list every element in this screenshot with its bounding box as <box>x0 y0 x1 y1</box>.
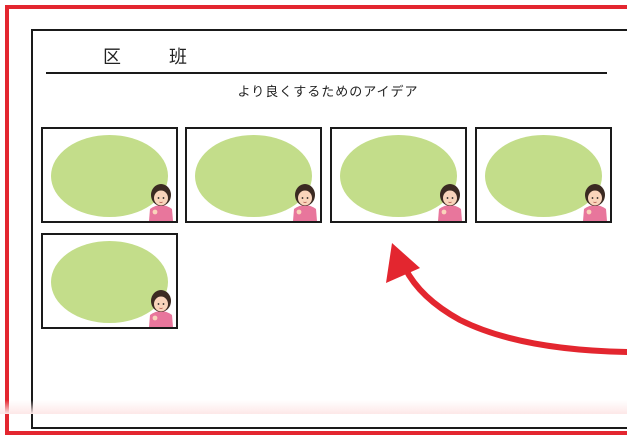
worksheet: 区 班 より良くするためのアイデア <box>31 29 627 429</box>
idea-card-1[interactable] <box>41 127 178 223</box>
group-label: 班 <box>169 47 187 68</box>
page-edge <box>0 400 627 414</box>
speech-bubble[interactable] <box>51 135 168 217</box>
girl-thinking-icon <box>438 184 462 221</box>
title-row: 区 班 <box>33 31 627 73</box>
ward-label: 区 <box>103 47 121 68</box>
speech-bubble[interactable] <box>340 135 457 217</box>
girl-thinking-icon <box>149 290 173 327</box>
idea-card-5[interactable] <box>41 233 178 329</box>
speech-bubble[interactable] <box>485 135 602 217</box>
girl-thinking-icon <box>293 184 317 221</box>
speech-bubble[interactable] <box>51 241 168 323</box>
title-underline <box>46 72 607 74</box>
idea-card-4[interactable] <box>475 127 612 223</box>
idea-card-2[interactable] <box>185 127 322 223</box>
idea-card-3[interactable] <box>330 127 467 223</box>
speech-bubble[interactable] <box>195 135 312 217</box>
girl-thinking-icon <box>583 184 607 221</box>
girl-thinking-icon <box>149 184 173 221</box>
worksheet-subtitle: より良くするためのアイデア <box>237 85 419 100</box>
